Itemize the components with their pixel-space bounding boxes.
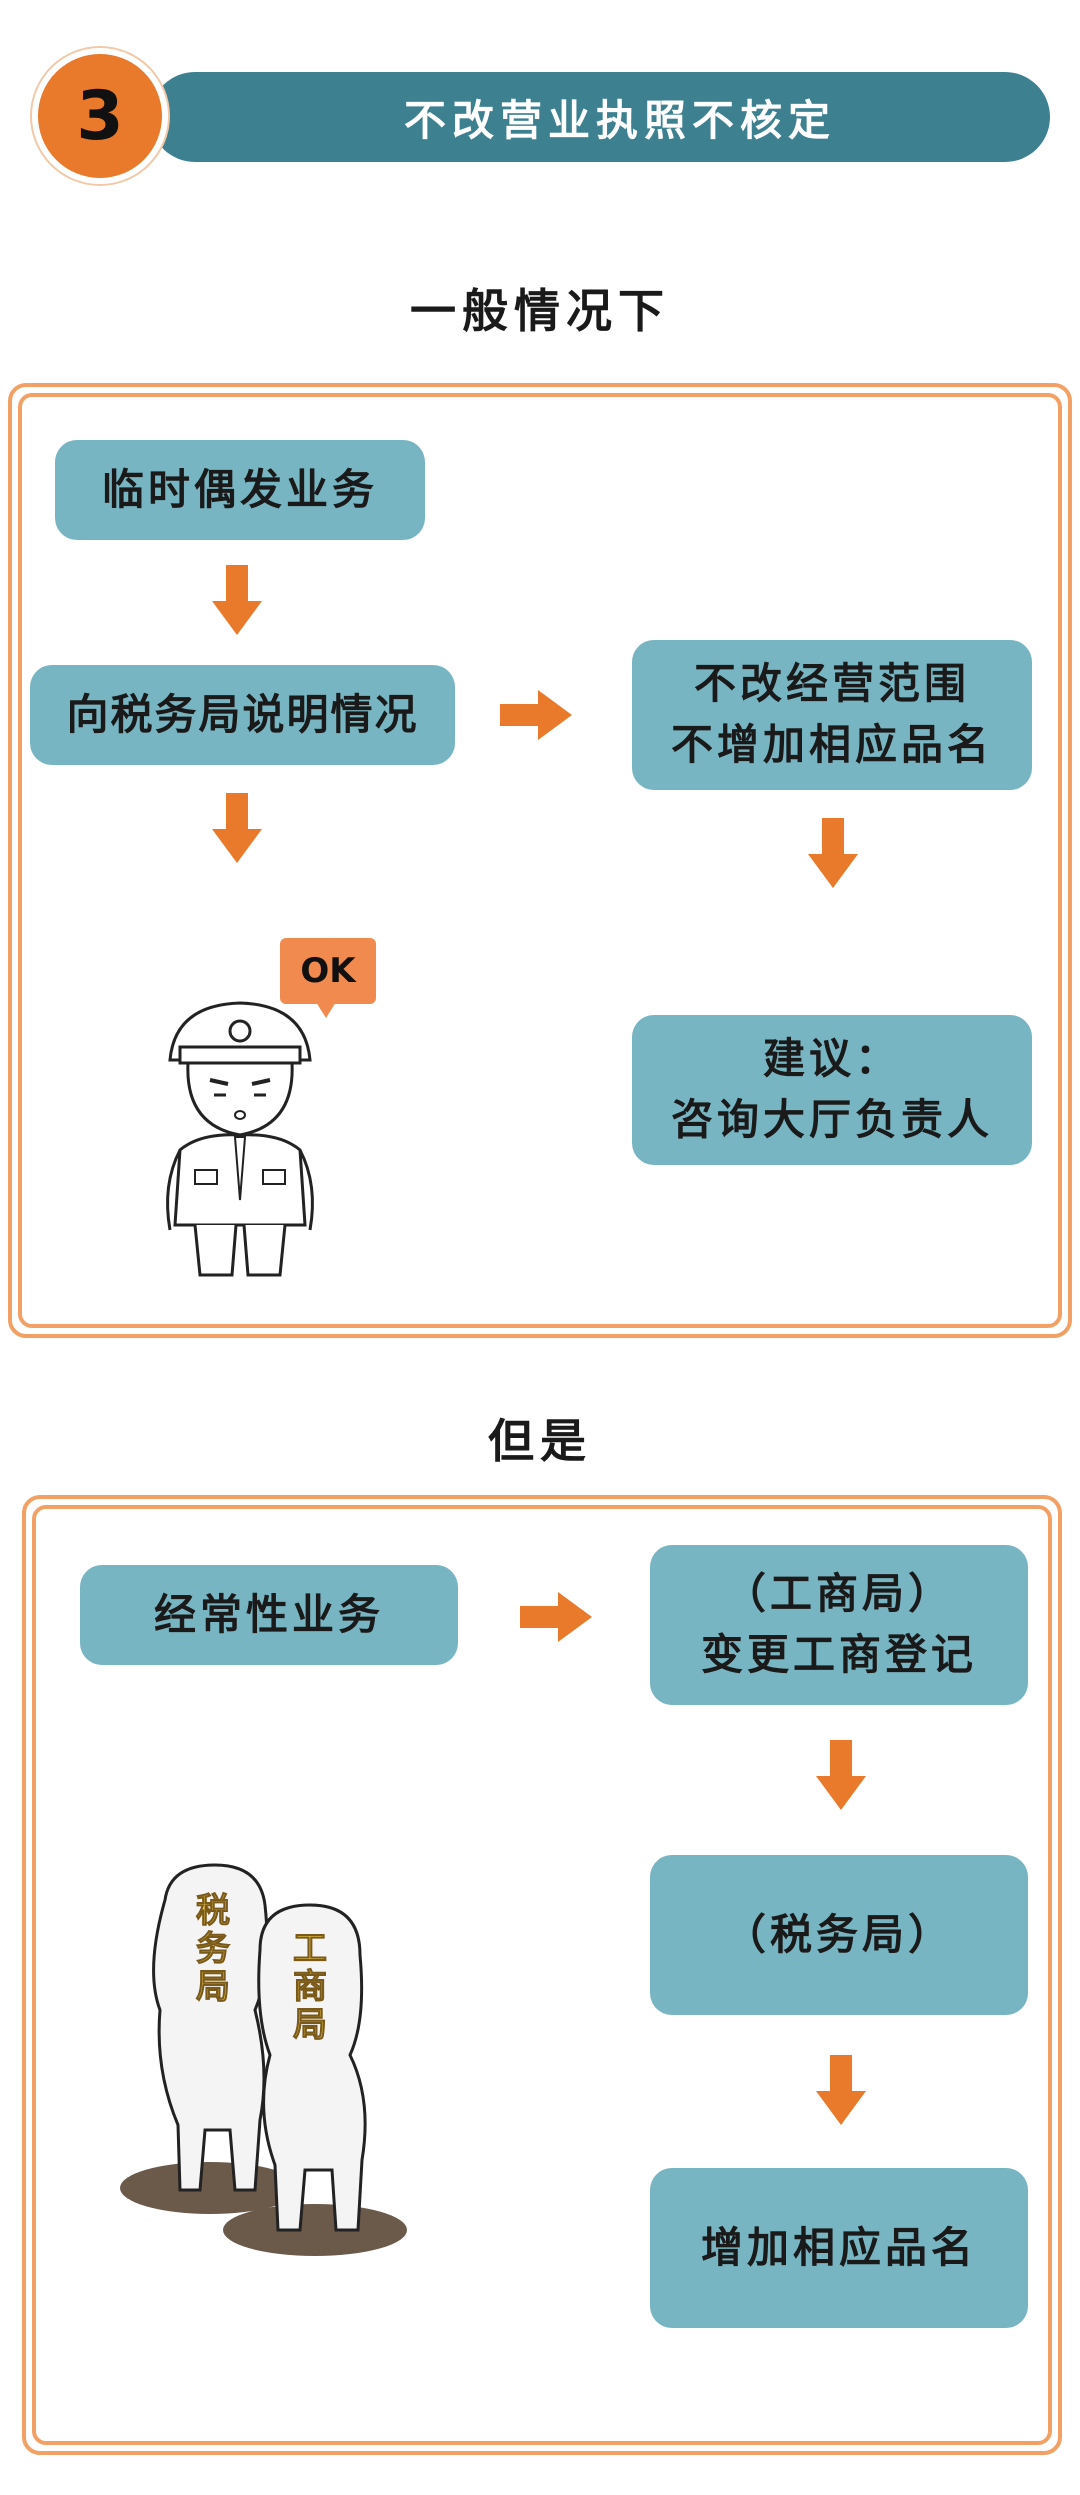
arrow-down-5 (816, 2055, 866, 2125)
arrow-right-1 (500, 690, 572, 740)
box-advice-line1: 建议： (762, 1034, 901, 1084)
bureau-figures-illustration: 税 务 局 工 商 局 (120, 1863, 407, 2256)
box-no-change-line2: 不增加相应品名 (670, 720, 993, 769)
arrow-down-2 (212, 793, 262, 863)
box-temporary-business: 临时偶发业务 (55, 440, 425, 540)
box-no-change-line1: 不改经营范围 (693, 659, 970, 709)
step-number: 3 (76, 76, 124, 156)
box-tax-bureau: （税务局） (650, 1855, 1028, 2015)
ok-speech-bubble: OK (280, 938, 376, 1004)
tax-figure-char-1: 税 (196, 1891, 230, 1931)
header-title: 不改营业执照不核定 (403, 95, 836, 145)
section2-frame-inner (32, 1505, 1052, 2445)
ok-text: OK (300, 951, 356, 991)
commerce-figure-char-1: 工 (293, 1929, 327, 1969)
section2-title: 但是 (488, 1414, 592, 1468)
box-add-items-label: 增加相应品名 (700, 2222, 977, 2272)
box-regular-label: 经常性业务 (153, 1589, 384, 1639)
box-add-items: 增加相应品名 (650, 2168, 1028, 2328)
speech-bubble-tail (316, 1002, 336, 1018)
box-advice-line2: 咨询大厅负责人 (670, 1095, 993, 1144)
commerce-figure-char-3: 局 (293, 2005, 327, 2045)
arrow-right-2 (520, 1592, 592, 1642)
box-registration-line2: 变更工商登记 (700, 1630, 977, 1679)
section2-frame (22, 1495, 1062, 2455)
box-registration-line1: （工商局） (723, 1569, 954, 1619)
commerce-figure-char-2: 商 (293, 1967, 327, 2007)
section1-title: 一般情况下 (410, 284, 670, 338)
box-tax-bureau-label: （税务局） (723, 1909, 954, 1959)
tax-figure-char-2: 务 (196, 1929, 230, 1969)
arrow-down-1 (212, 565, 262, 635)
box-no-change-scope: 不改经营范围 不增加相应品名 (632, 640, 1032, 790)
section1-frame-inner (18, 393, 1062, 1328)
header-title-bar: 不改营业执照不核定 (150, 72, 1050, 162)
tax-figure-char-3: 局 (196, 1967, 230, 2007)
step-number-badge: 3 (32, 48, 168, 184)
tax-officer-illustration (166, 1001, 314, 1277)
box-advice: 建议： 咨询大厅负责人 (632, 1015, 1032, 1165)
arrow-down-3 (808, 818, 858, 888)
box-commerce-registration: （工商局） 变更工商登记 (650, 1545, 1028, 1705)
section1-frame (8, 383, 1072, 1338)
box-explain-to-tax-bureau: 向税务局说明情况 (30, 665, 455, 765)
box-explain-label: 向税务局说明情况 (66, 689, 419, 739)
box-regular-business: 经常性业务 (80, 1565, 458, 1665)
box-temporary-label: 临时偶发业务 (101, 464, 378, 514)
arrow-down-4 (816, 1740, 866, 1810)
